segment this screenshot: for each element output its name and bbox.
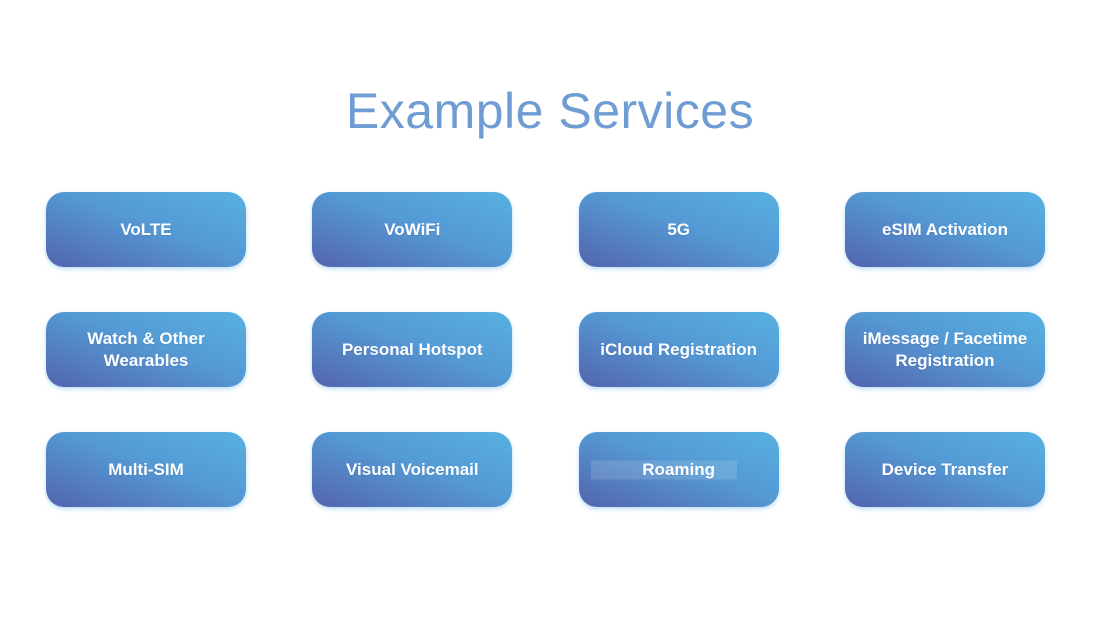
service-tile-imessage-facetime-registration: iMessage / Facetime Registration <box>844 312 1045 387</box>
service-tile-esim-activation: eSIM Activation <box>844 192 1045 267</box>
service-tile-roaming: Roaming <box>578 432 779 507</box>
service-tile-icloud-registration: iCloud Registration <box>578 312 779 387</box>
service-tile-label: Roaming <box>642 459 716 479</box>
service-tile-label: Device Transfer <box>881 459 1009 479</box>
service-tile-volte: VoLTE <box>46 192 246 267</box>
service-tile-device-transfer: Device Transfer <box>844 432 1045 507</box>
service-tile-watch-wearables: Watch & Other Wearables <box>46 312 246 387</box>
service-tile-visual-voicemail: Visual Voicemail <box>312 432 513 507</box>
service-tile-label: iCloud Registration <box>600 339 758 359</box>
service-tile-label: iMessage / Facetime Registration <box>862 328 1028 370</box>
service-tile-label: Personal Hotspot <box>341 339 483 359</box>
service-tile-label: VoLTE <box>120 219 172 239</box>
service-tile-label: Multi-SIM <box>108 459 184 479</box>
service-tile-label: eSIM Activation <box>882 219 1008 239</box>
services-grid: VoLTE VoWiFi 5G eSIM Activation Watch & … <box>46 192 1045 507</box>
service-tile-label: Watch & Other Wearables <box>87 328 205 370</box>
service-tile-5g: 5G <box>578 192 779 267</box>
service-tile-personal-hotspot: Personal Hotspot <box>312 312 513 387</box>
page-title: Example Services <box>345 83 755 139</box>
service-tile-vowifi: VoWiFi <box>312 192 513 267</box>
service-tile-label: 5G <box>667 219 690 239</box>
service-tile-label: VoWiFi <box>384 219 441 239</box>
service-tile-multi-sim: Multi-SIM <box>46 432 246 507</box>
service-tile-label: Visual Voicemail <box>346 459 479 479</box>
